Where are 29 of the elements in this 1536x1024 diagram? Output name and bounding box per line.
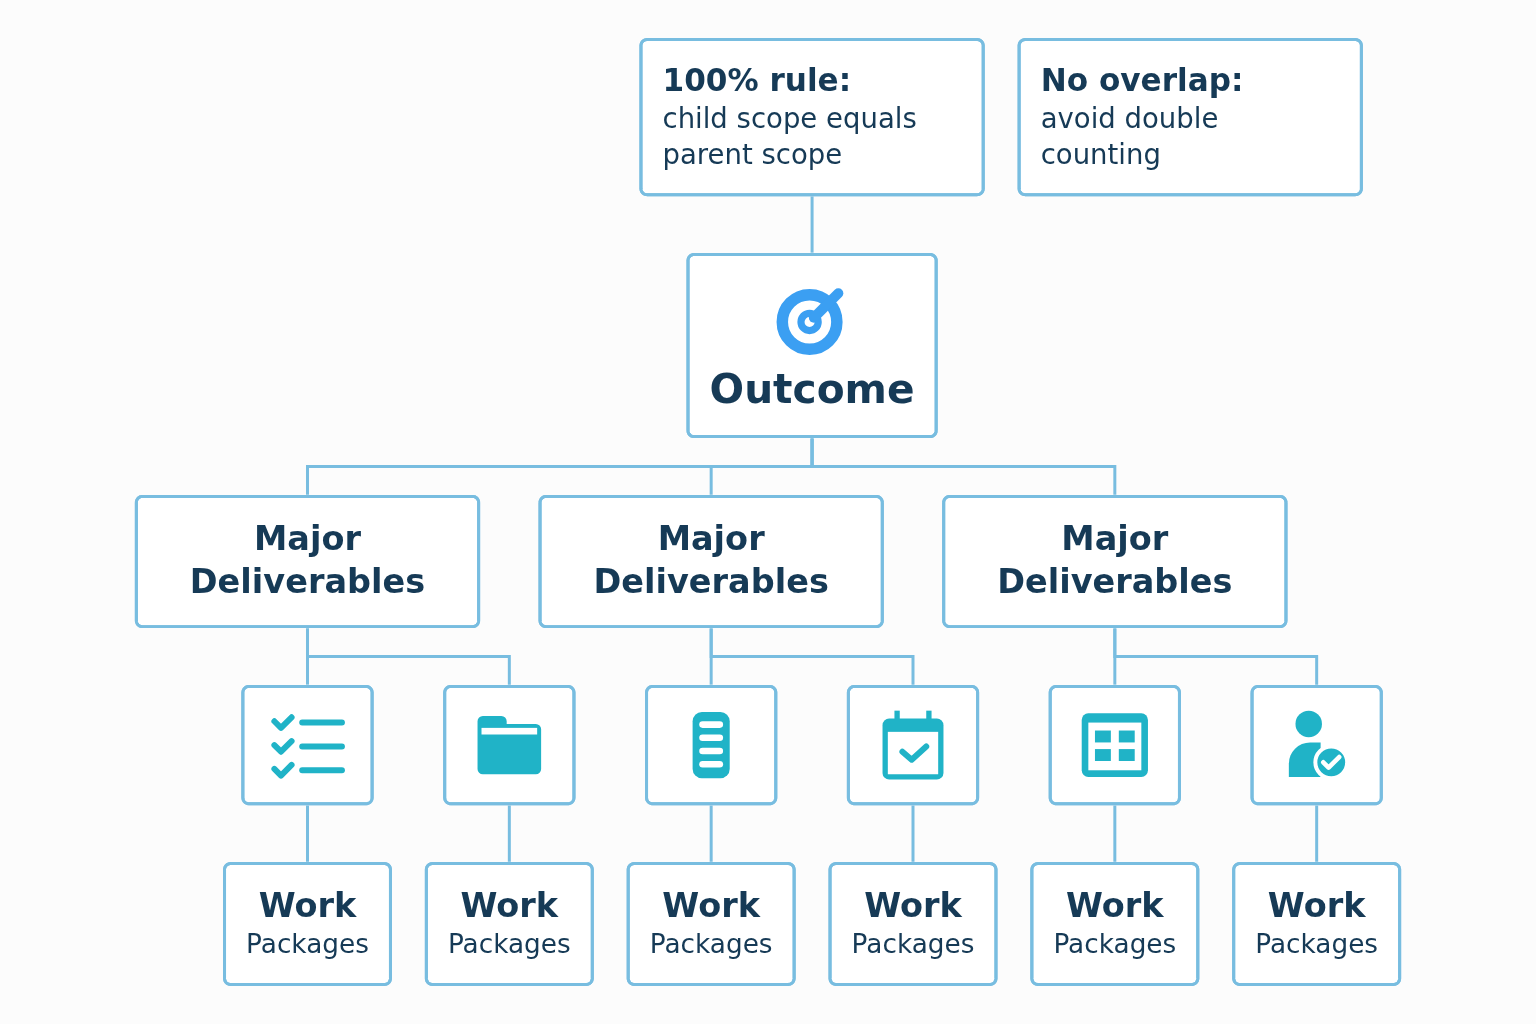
icon-node (846, 684, 980, 806)
icon-node (241, 684, 374, 806)
connector-line (507, 805, 511, 862)
icon-node (1250, 684, 1383, 806)
note-card: No overlap: avoid double counting (1017, 38, 1363, 197)
work-package-node: Work Packages (828, 862, 998, 986)
connector-line (306, 805, 309, 862)
connector-line (810, 438, 1117, 495)
connector-line (810, 196, 814, 253)
icon-node (645, 684, 778, 806)
icon-node (443, 684, 576, 806)
outcome-node: Outcome (686, 253, 938, 439)
work-package-node: Work Packages (424, 862, 594, 986)
work-package-node: Work Packages (1030, 862, 1200, 986)
work-package-node: Work Packages (223, 862, 392, 986)
connector-line (709, 628, 915, 685)
work-package-node: Work Packages (626, 862, 796, 986)
deliverable-node: Major Deliverables (134, 494, 481, 629)
connector-line (709, 805, 713, 862)
connector-line (1113, 805, 1117, 862)
connector-line (911, 805, 915, 862)
icon-node (1048, 684, 1181, 806)
deliverable-node: Major Deliverables (942, 494, 1288, 629)
work-package-node: Work Packages (1232, 862, 1402, 986)
connector-line (1315, 805, 1319, 862)
deliverable-node: Major Deliverables (538, 494, 884, 629)
note-card: 100% rule: child scope equals parent scope (639, 38, 985, 197)
connector-line (306, 628, 511, 685)
connector-line (1113, 628, 1319, 685)
